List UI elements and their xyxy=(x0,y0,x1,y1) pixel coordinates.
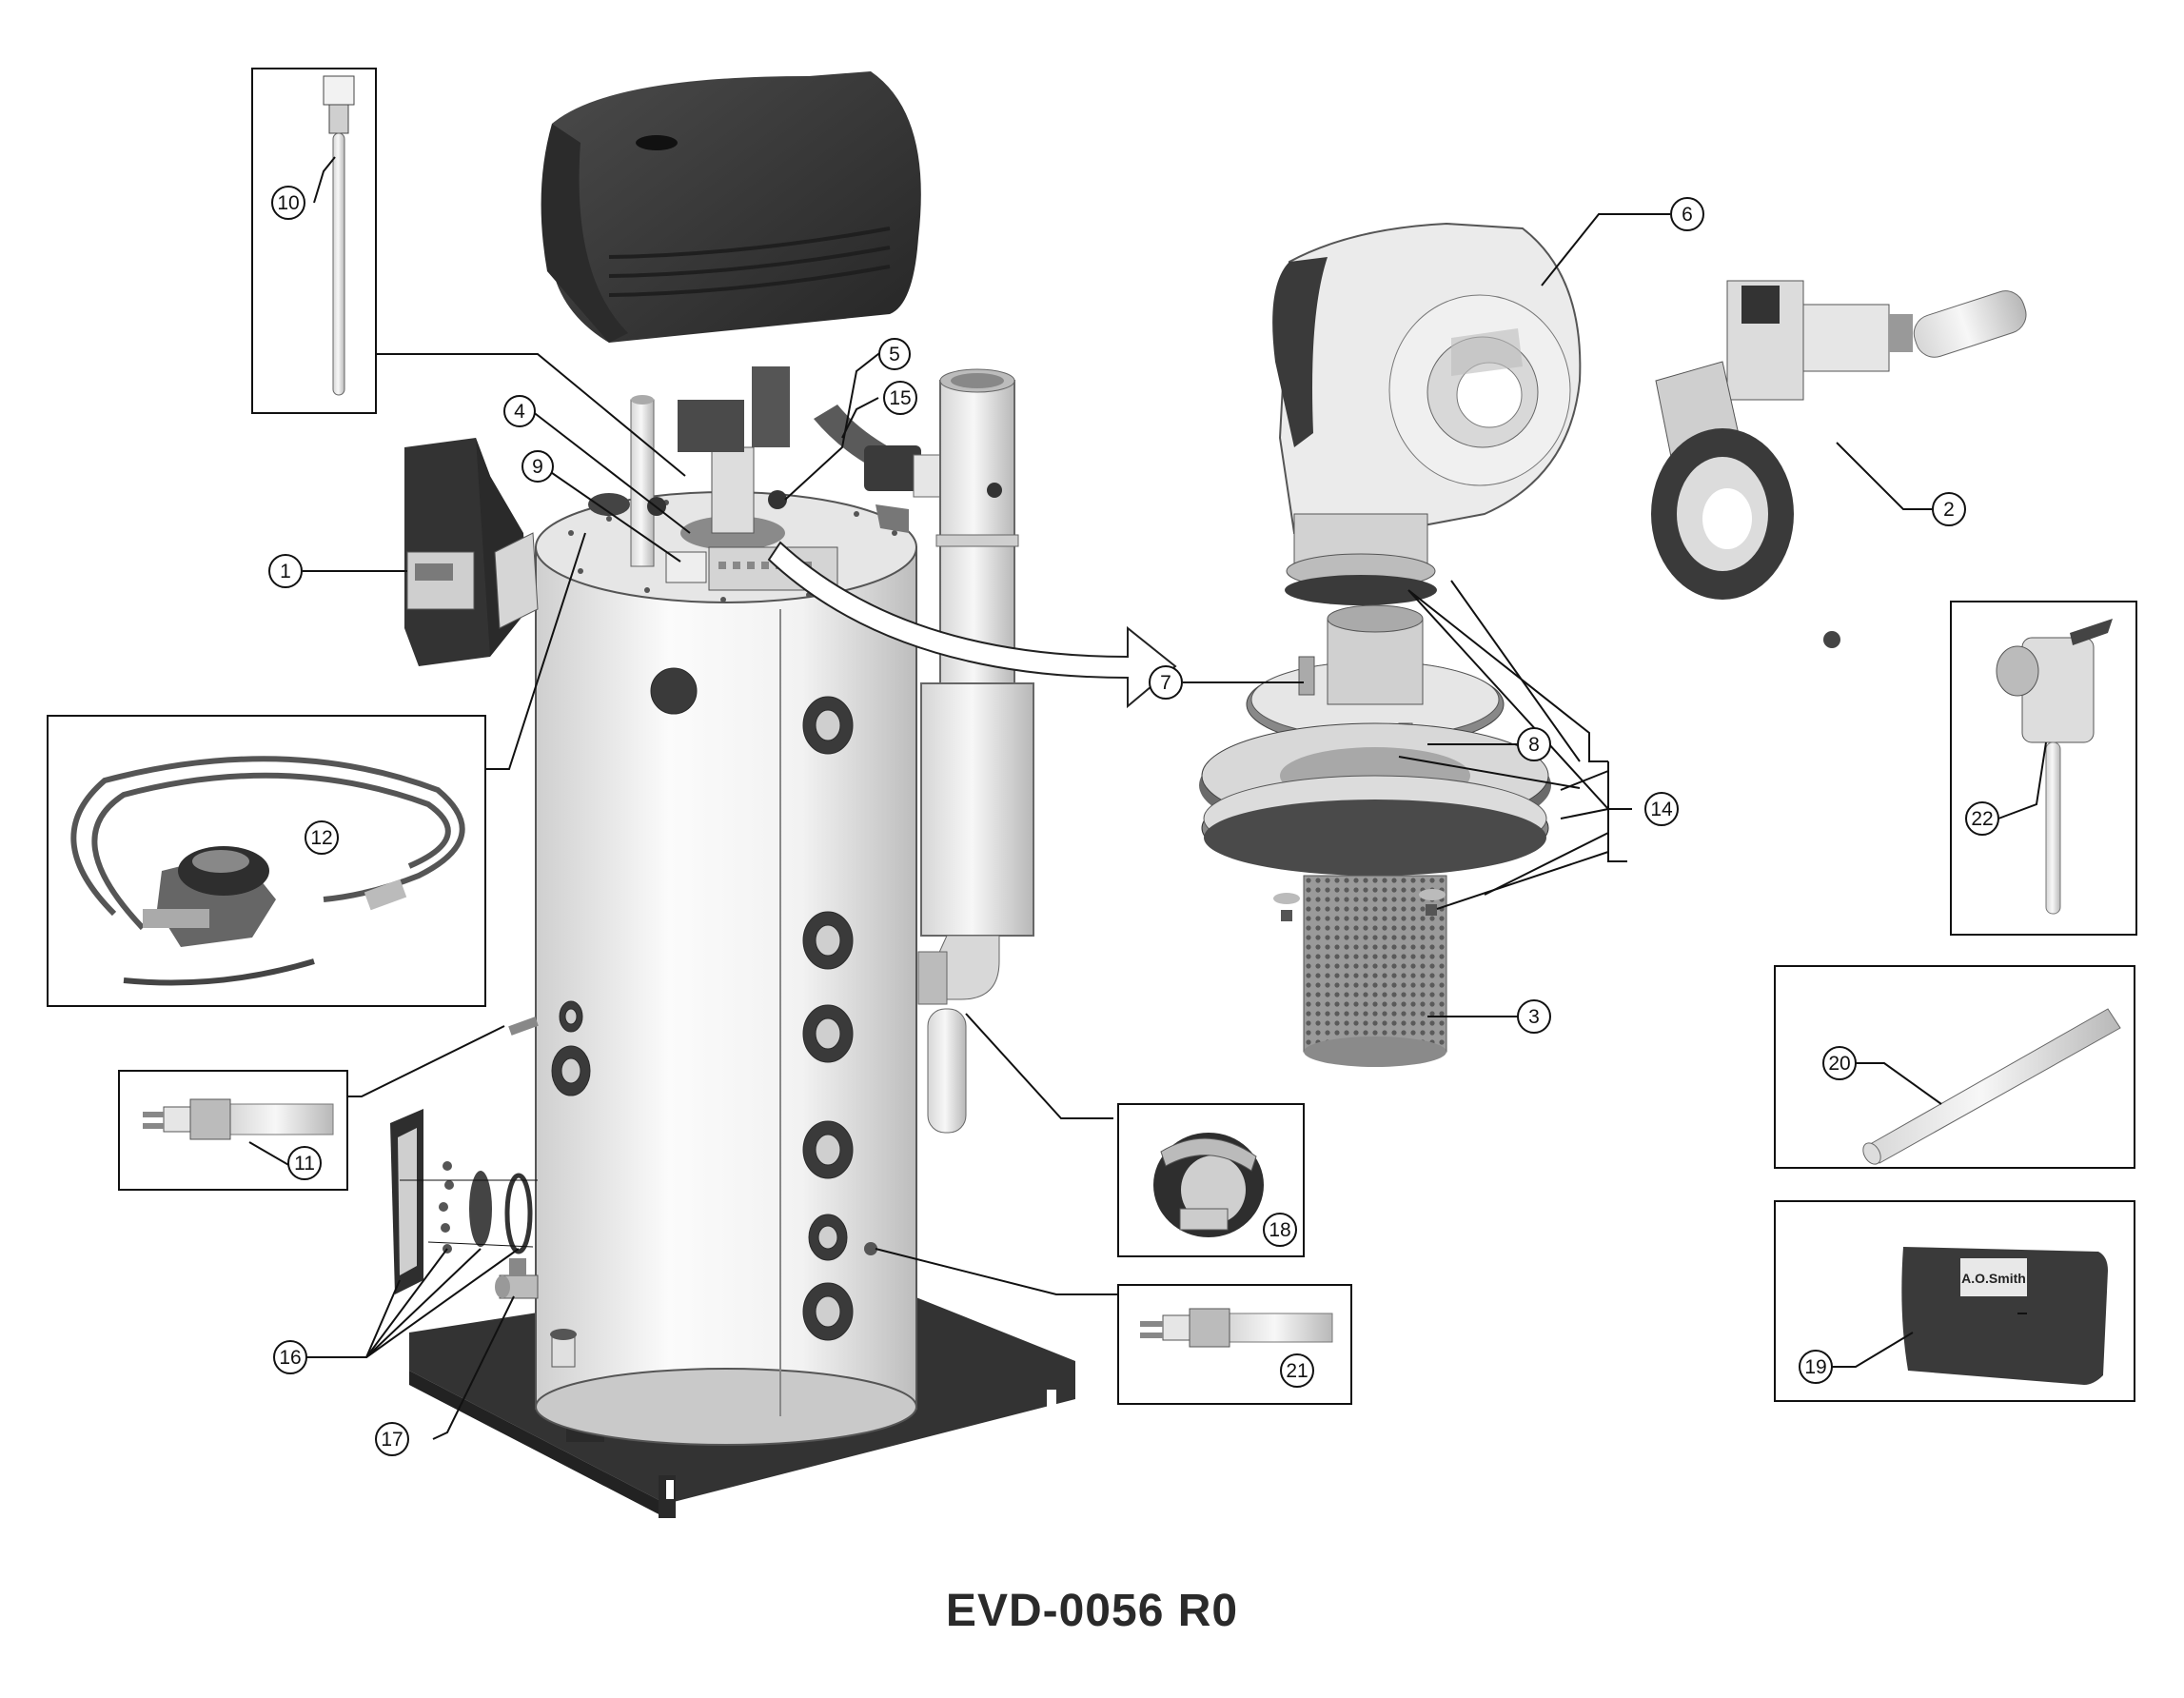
callout-17: 17 xyxy=(375,1422,409,1456)
svg-text:20: 20 xyxy=(1828,1053,1850,1075)
blower-assembly xyxy=(1272,222,1582,605)
callout-7: 7 xyxy=(1149,665,1183,700)
svg-text:16: 16 xyxy=(279,1347,301,1369)
brand-logo: A.O.Smith xyxy=(1961,1271,2026,1286)
drain-valve xyxy=(495,1258,539,1299)
callout-20: 20 xyxy=(1822,1046,1857,1080)
callout-8: 8 xyxy=(1517,727,1551,761)
document-id: EVD-0056 R0 xyxy=(945,1586,1239,1636)
svg-text:1: 1 xyxy=(280,561,291,582)
burner-assembly xyxy=(1199,604,1551,1067)
svg-text:6: 6 xyxy=(1682,204,1693,226)
control-module xyxy=(404,438,539,666)
callout-1: 1 xyxy=(268,554,303,588)
detail-box-20 xyxy=(1774,965,2135,1169)
svg-text:3: 3 xyxy=(1528,1006,1540,1028)
detail-box-10 xyxy=(251,68,377,414)
detail-box-12 xyxy=(47,715,486,1007)
top-cover xyxy=(541,71,921,343)
leader-lines xyxy=(248,156,2047,1440)
vent-pipe xyxy=(917,368,1034,1134)
callout-10: 10 xyxy=(271,186,305,220)
svg-text:7: 7 xyxy=(1160,672,1171,694)
callout-4: 4 xyxy=(503,395,536,427)
svg-text:8: 8 xyxy=(1528,734,1540,756)
lower-probe xyxy=(864,1242,877,1255)
callout-12: 12 xyxy=(305,820,339,855)
gas-valve xyxy=(1651,280,2027,648)
svg-text:9: 9 xyxy=(532,456,543,478)
svg-text:10: 10 xyxy=(277,192,299,214)
callout-9: 9 xyxy=(521,450,554,483)
callout-16: 16 xyxy=(273,1340,307,1374)
svg-text:4: 4 xyxy=(514,401,525,423)
callout-3: 3 xyxy=(1517,999,1551,1034)
svg-text:12: 12 xyxy=(310,827,332,849)
callout-18: 18 xyxy=(1263,1213,1297,1247)
callout-19: 19 xyxy=(1799,1350,1833,1384)
callout-6: 6 xyxy=(1670,197,1704,231)
svg-text:19: 19 xyxy=(1804,1356,1826,1378)
access-cover-parts xyxy=(390,1109,533,1294)
detail-box-21 xyxy=(1117,1284,1352,1405)
svg-text:18: 18 xyxy=(1269,1219,1290,1241)
svg-text:17: 17 xyxy=(381,1429,403,1451)
callout-11: 11 xyxy=(287,1146,322,1180)
water-heater-tank xyxy=(535,491,917,1446)
svg-text:11: 11 xyxy=(294,1153,315,1175)
callout-21: 21 xyxy=(1280,1353,1314,1388)
svg-text:22: 22 xyxy=(1971,808,1993,830)
callout-22: 22 xyxy=(1965,801,1999,836)
svg-text:21: 21 xyxy=(1286,1360,1308,1382)
small-sensor xyxy=(508,1017,539,1036)
detail-box-22 xyxy=(1950,601,2137,936)
callout-15: 15 xyxy=(883,381,917,415)
callout-5: 5 xyxy=(878,338,911,370)
svg-text:5: 5 xyxy=(889,344,900,365)
callout-2: 2 xyxy=(1932,492,1966,526)
svg-text:14: 14 xyxy=(1650,799,1673,820)
callout-14: 14 xyxy=(1644,792,1679,826)
svg-text:15: 15 xyxy=(889,387,911,409)
svg-text:2: 2 xyxy=(1943,499,1955,521)
